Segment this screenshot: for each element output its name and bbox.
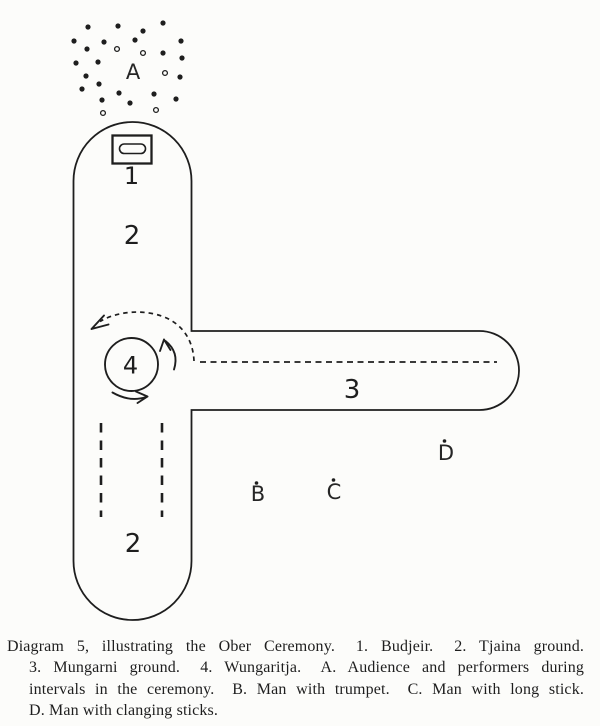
ceremony-ground-outline xyxy=(72,121,520,621)
audience-dot xyxy=(101,39,107,45)
audience-dot xyxy=(139,49,147,57)
audience-dots xyxy=(71,20,185,117)
budjeir-oval xyxy=(118,143,147,155)
clanging-sticks-man-label: D xyxy=(438,441,454,465)
tjaina-label-bottom: 2 xyxy=(125,529,142,559)
audience-dot xyxy=(152,106,160,114)
wungaritja-dashed-arc xyxy=(99,311,195,362)
person-dot xyxy=(254,481,259,485)
caption-line: intervals in the ceremony. B. Man with t… xyxy=(29,680,584,698)
audience-dot xyxy=(151,91,157,97)
audience-dot xyxy=(73,60,79,66)
audience-dot xyxy=(95,59,101,65)
caption-line: 3. Mungarni ground. 4. Wungaritja. A. Au… xyxy=(29,659,584,677)
long-stick-man-label: C xyxy=(327,480,342,504)
audience-dot xyxy=(96,81,102,87)
audience-dot xyxy=(115,23,121,29)
rotation-arrow-bottom xyxy=(111,390,149,404)
audience-dot xyxy=(161,69,169,77)
tjaina-label-top: 2 xyxy=(124,221,141,251)
audience-dot xyxy=(140,28,146,34)
ceremony-diagram: A 1 2 2 3 4 B C xyxy=(71,20,520,621)
audience-dot xyxy=(71,38,77,44)
audience-dot xyxy=(179,55,185,61)
wungaritja-circle xyxy=(104,337,159,392)
wungaritja-label: 4 xyxy=(123,352,138,380)
budjeir-box xyxy=(111,134,153,165)
audience-dot xyxy=(99,109,107,117)
audience-dot xyxy=(132,37,138,43)
audience-dot xyxy=(99,97,105,103)
trumpet-man-label: B xyxy=(251,482,265,506)
audience-dot xyxy=(85,24,91,30)
person-dot xyxy=(331,478,336,482)
person-dot xyxy=(442,439,447,443)
caption-line: D. Man with clanging sticks. xyxy=(29,701,219,719)
audience-dot xyxy=(127,100,133,106)
audience-dot xyxy=(79,86,85,92)
man-with-trumpet: B xyxy=(251,481,265,506)
man-with-long-stick: C xyxy=(327,478,342,504)
man-with-clanging-sticks: D xyxy=(438,439,454,465)
audience-label: A xyxy=(126,60,141,84)
figure-caption: Diagram 5, illustrating the Ober Ceremon… xyxy=(7,636,584,721)
audience-dot xyxy=(160,20,166,26)
audience-dot xyxy=(160,50,166,56)
mungarni-label: 3 xyxy=(344,375,361,405)
audience-dot xyxy=(173,96,179,102)
audience-dot xyxy=(83,73,89,79)
rotation-arrow-right xyxy=(159,338,177,371)
caption-line: Diagram 5, illustrating the Ober Ceremon… xyxy=(7,638,584,655)
audience-dot xyxy=(116,90,122,96)
arc-arrowhead xyxy=(90,314,110,330)
budjeir-label: 1 xyxy=(124,162,139,190)
audience-dot xyxy=(178,38,184,44)
audience-dot xyxy=(177,74,183,80)
audience-dot xyxy=(113,45,121,53)
audience-dot xyxy=(84,46,90,52)
